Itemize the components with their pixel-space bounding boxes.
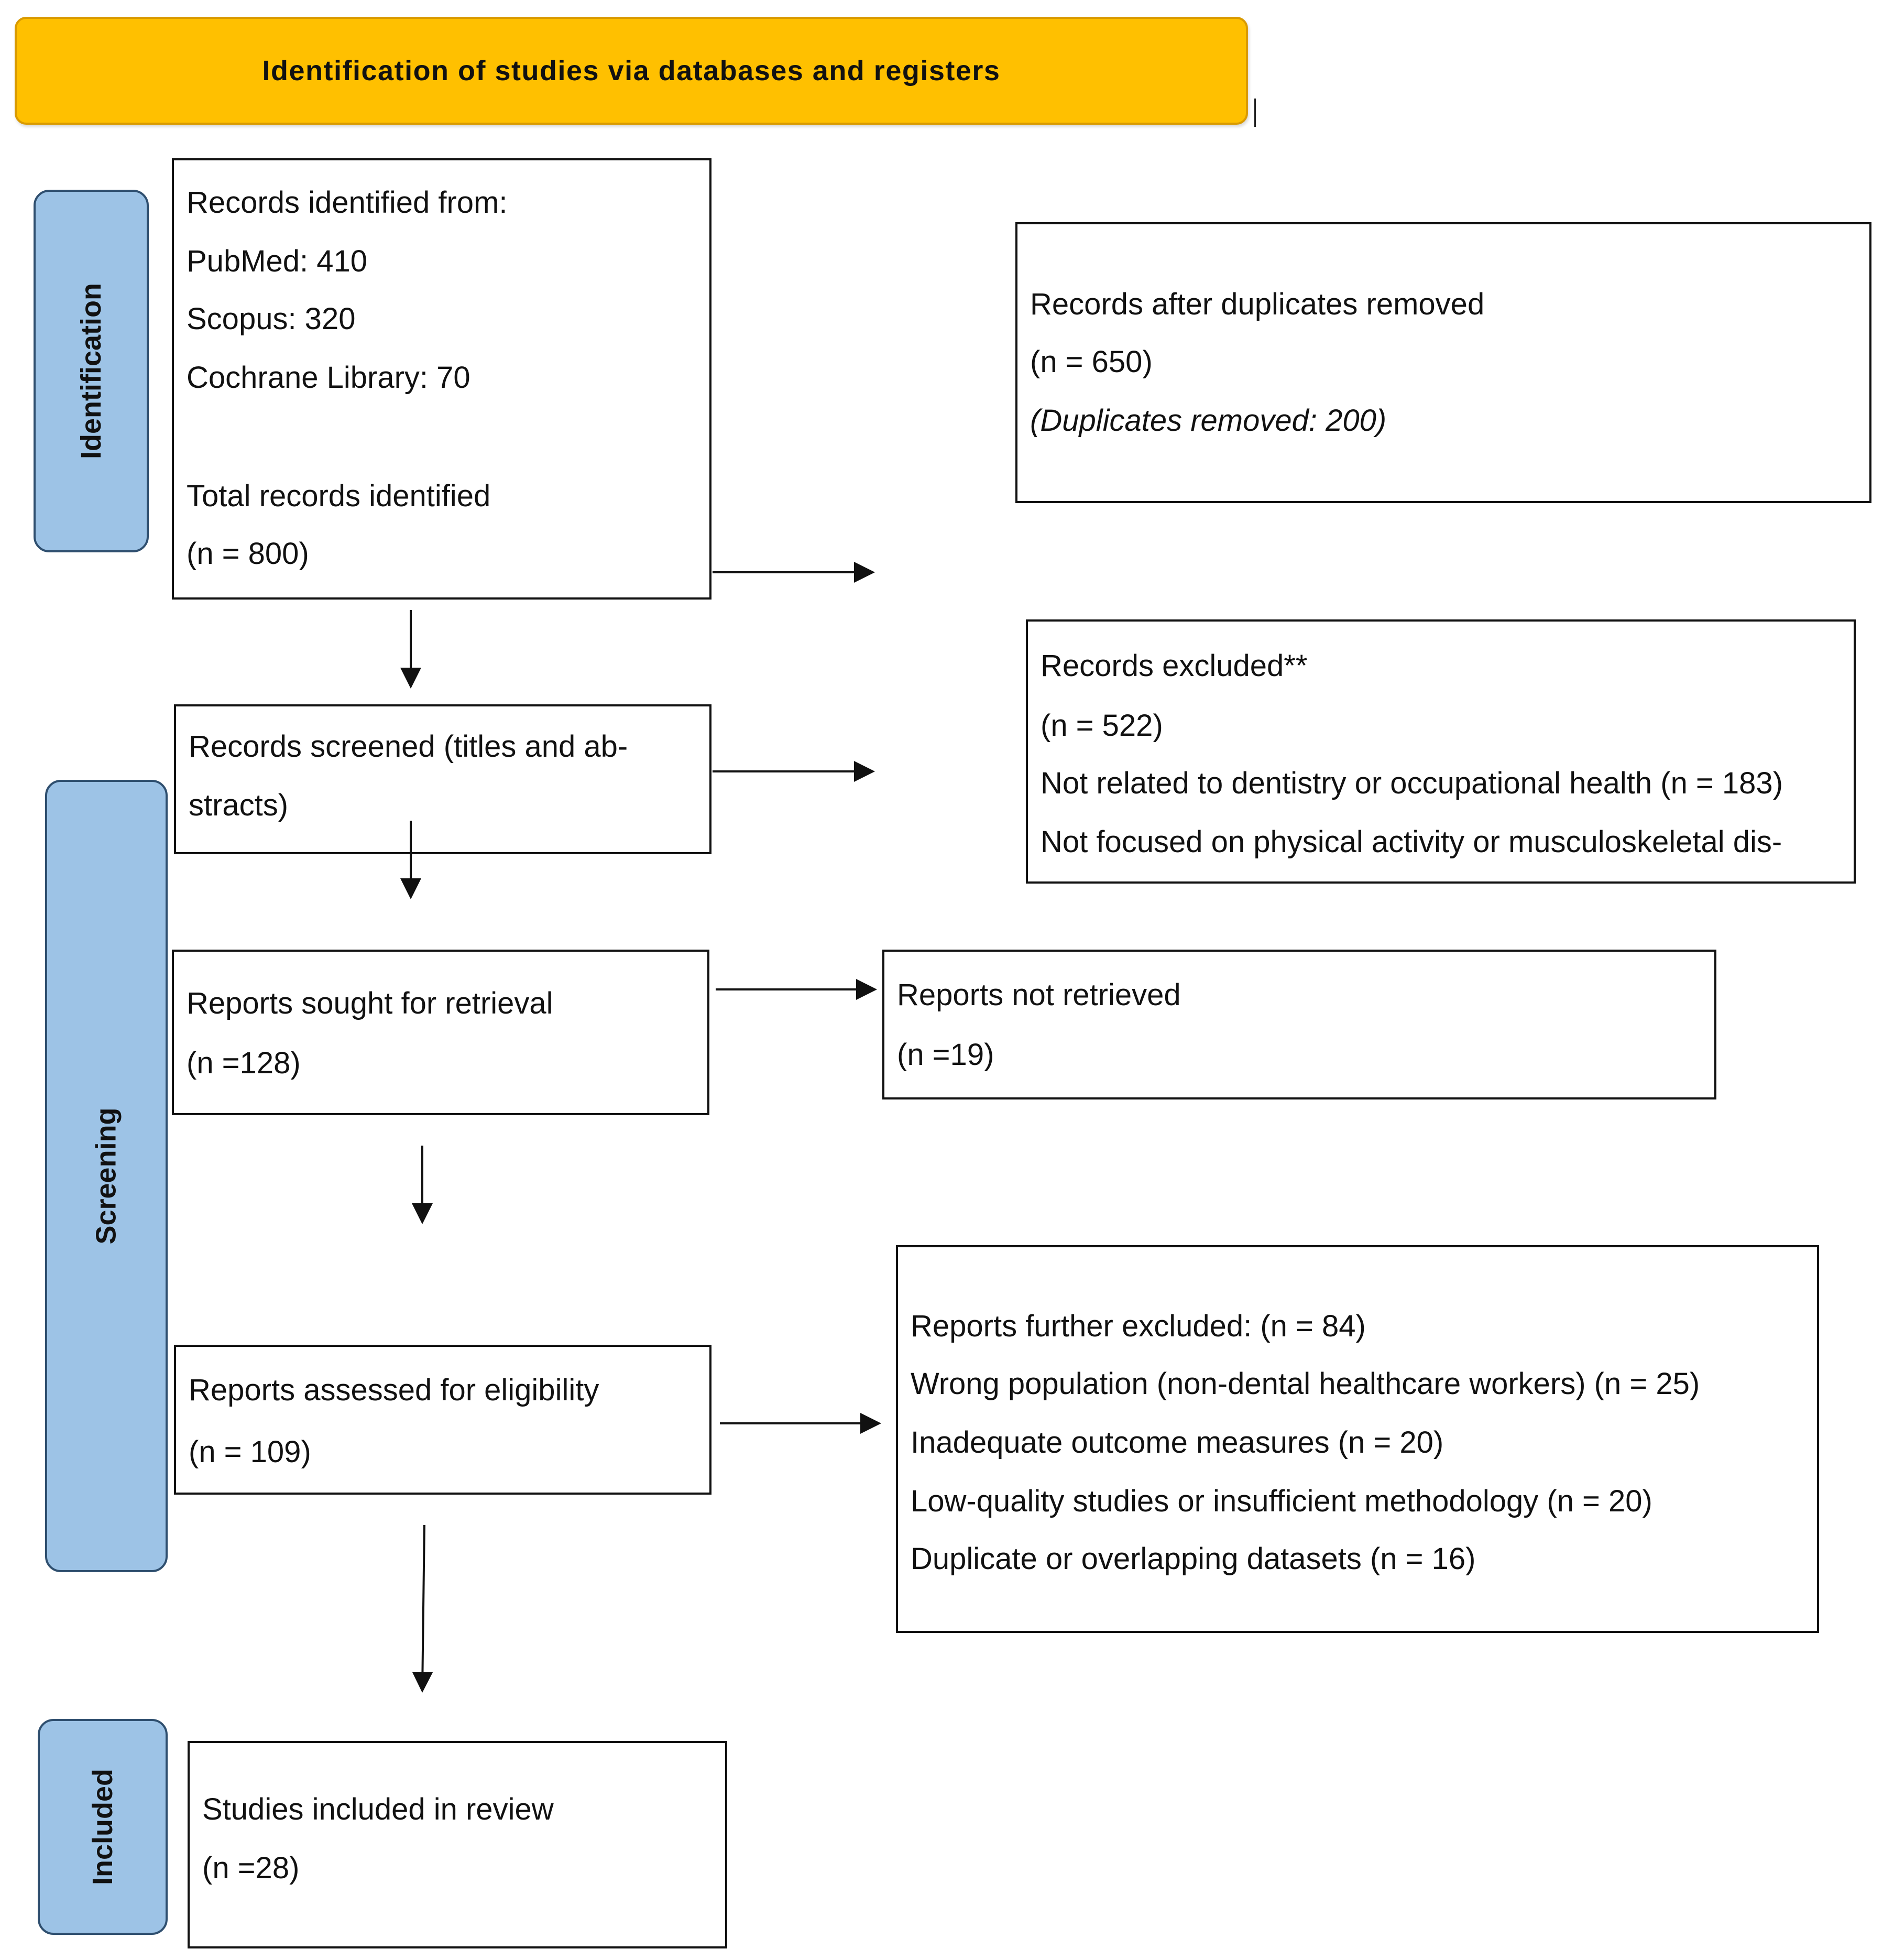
phase-included: Included [38,1719,168,1935]
included-review-label: Studies included in review [202,1792,554,1826]
further-excluded-reason-2: Inadequate outcome measures (n = 20) [911,1425,1444,1460]
duplicates-removed-note: (Duplicates removed: 200) [1030,404,1387,438]
after-duplicates-count: (n = 650) [1030,345,1153,379]
records-excluded-count: (n = 522) [1041,709,1163,743]
sought-retrieval-label: Reports sought for retrieval [187,986,553,1020]
assessed-eligibility-count: (n = 109) [189,1435,311,1469]
text-cursor-mark [1254,99,1256,127]
not-retrieved-count: (n =19) [897,1038,994,1072]
further-excluded-label: Reports further excluded: (n = 84) [911,1309,1366,1343]
assessed-eligibility-box: Reports assessed for eligibility (n = 10… [174,1345,711,1495]
after-duplicates-label: Records after duplicates removed [1030,287,1485,321]
phase-screening-label: Screening [91,1107,122,1245]
records-identified-heading: Records identified from: [187,186,508,220]
phase-identification: Identification [34,190,149,552]
records-excluded-label: Records excluded** [1041,649,1308,683]
further-excluded-box: Reports further excluded: (n = 84) Wrong… [896,1245,1819,1633]
after-duplicates-box: Records after duplicates removed (n = 65… [1015,222,1871,503]
included-review-count: (n =28) [202,1851,300,1885]
assessed-eligibility-label: Reports assessed for eligibility [189,1373,599,1407]
further-excluded-reason-3: Low-quality studies or insufficient meth… [911,1484,1652,1518]
total-records-label: Total records identified [187,479,491,513]
records-identified-box: Records identified from: PubMed: 410 Sco… [172,158,711,600]
further-excluded-reason-4: Duplicate or overlapping datasets (n = 1… [911,1542,1476,1576]
pubmed-count: PubMed: 410 [187,244,368,278]
included-review-box: Studies included in review (n =28) [188,1741,727,1948]
records-screened-line2: stracts) [189,788,289,822]
phase-screening: Screening [45,780,168,1572]
total-records-count: (n = 800) [187,537,309,571]
scopus-count: Scopus: 320 [187,302,356,336]
phase-identification-label: Identification [75,283,107,459]
header-title: Identification of studies via databases … [262,55,1001,86]
records-excluded-box: Records excluded** (n = 522) Not related… [1026,619,1856,884]
cochrane-count: Cochrane Library: 70 [187,361,470,395]
records-excluded-reason-1: Not related to dentistry or occupational… [1041,766,1783,800]
arrow-assessed-to-included [412,1525,433,1693]
records-excluded-reason-2: Not focused on physical activity or musc… [1041,825,1782,859]
records-screened-line1: Records screened (titles and ab- [189,729,628,764]
header-banner: Identification of studies via databases … [15,17,1248,125]
phase-included-label: Included [86,1768,118,1886]
not-retrieved-box: Reports not retrieved (n =19) [882,950,1716,1099]
further-excluded-reason-1: Wrong population (non-dental healthcare … [911,1367,1700,1401]
sought-retrieval-box: Reports sought for retrieval (n =128) [172,950,709,1115]
sought-retrieval-count: (n =128) [187,1046,301,1080]
records-screened-box: Records screened (titles and ab- stracts… [174,704,711,854]
not-retrieved-label: Reports not retrieved [897,978,1181,1012]
